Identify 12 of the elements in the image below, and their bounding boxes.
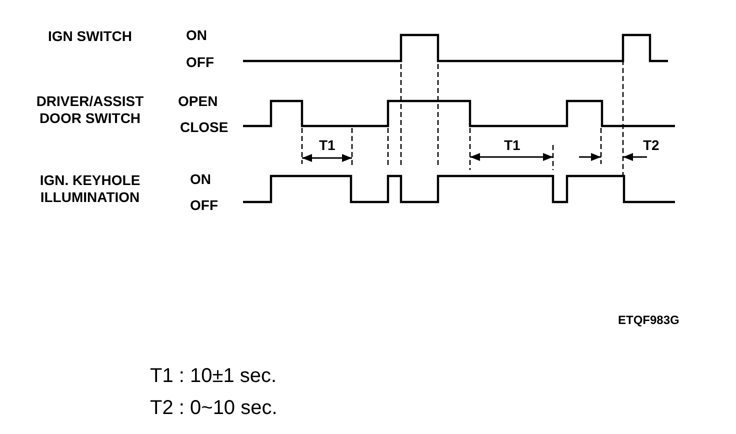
state-label: OFF [190,197,218,214]
state-label: OFF [186,54,214,71]
state-label: OPEN [178,93,218,110]
note-text: T1 : 10±1 sec. [150,364,277,388]
signal-name: DRIVER/ASSIST DOOR SWITCH [35,93,145,127]
state-label: ON [186,27,207,44]
state-label: ON [190,171,211,188]
signal-name: IGN. KEYHOLE ILLUMINATION [38,172,142,206]
state-label: CLOSE [180,119,228,136]
figure-code: ETQF983G [618,312,680,329]
note-text: T2 : 0~10 sec. [150,396,278,420]
signal-name: IGN SWITCH [47,28,133,45]
